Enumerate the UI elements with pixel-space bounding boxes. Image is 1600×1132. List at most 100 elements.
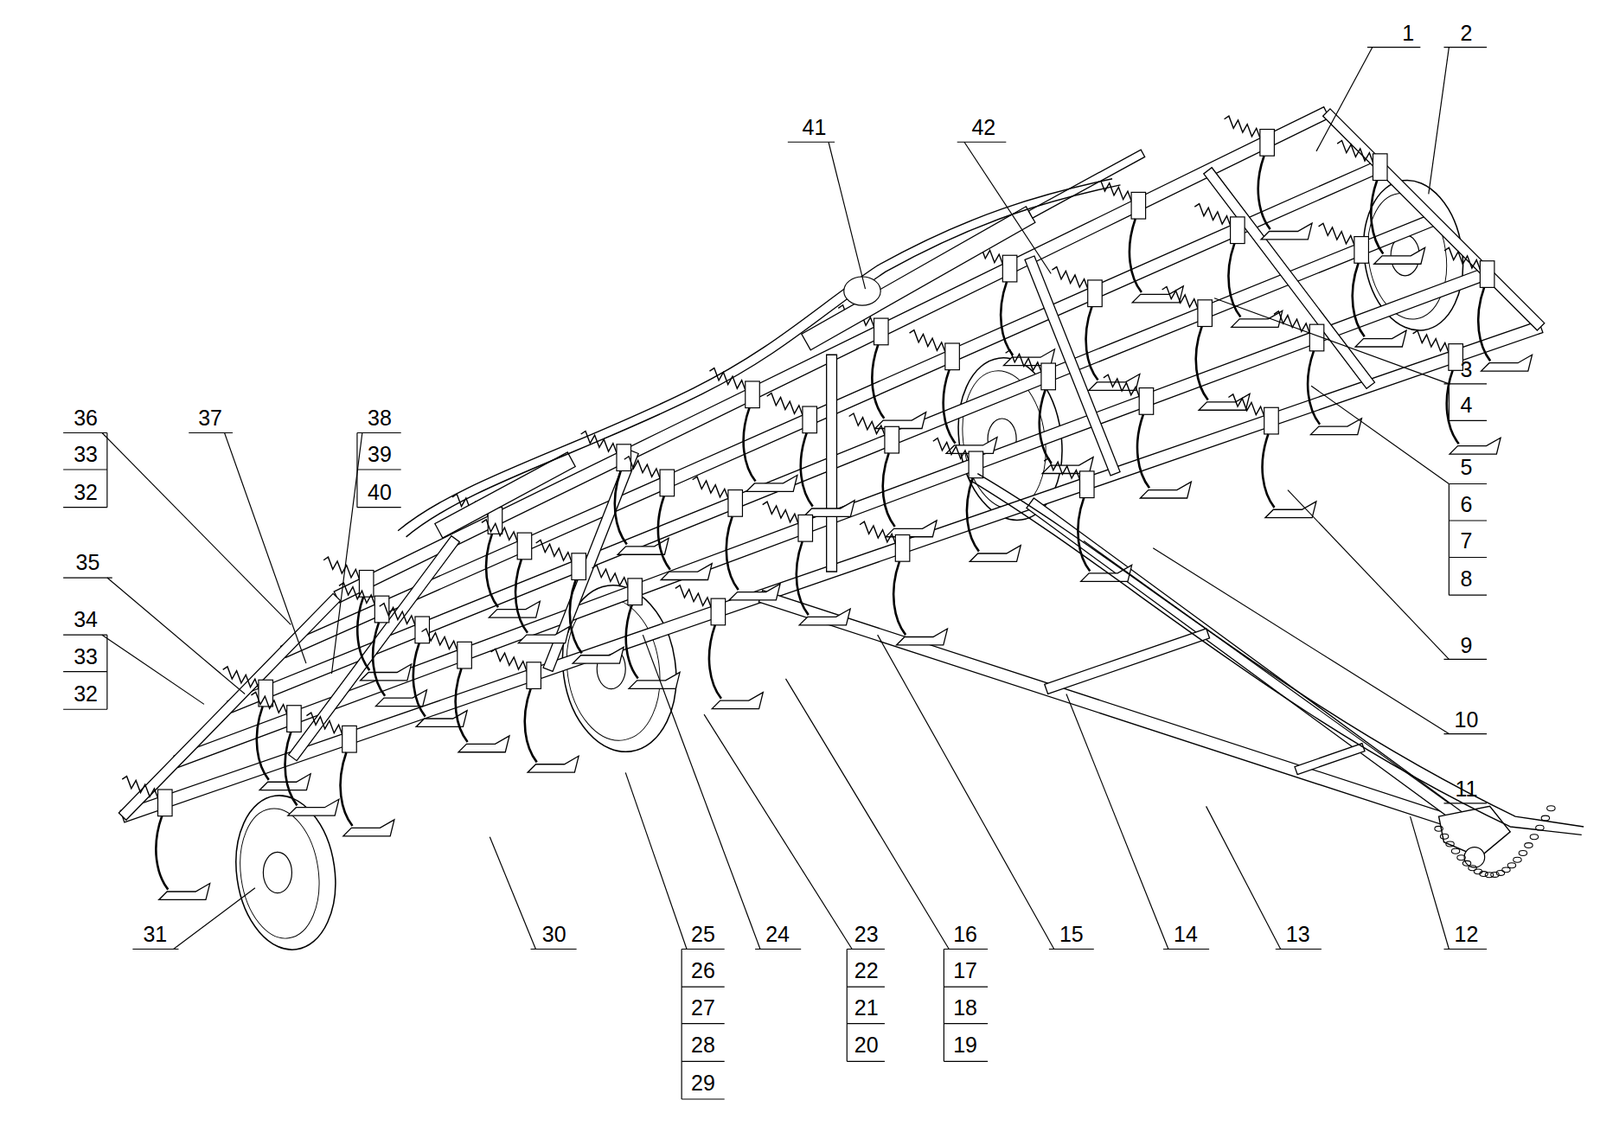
shank-bracket [895, 535, 910, 563]
callout-number: 33 [73, 645, 98, 667]
shank-bracket [728, 490, 743, 518]
callout-number: 22 [854, 960, 879, 982]
callout-underline [1049, 948, 1095, 950]
sweep-blade [1088, 373, 1140, 391]
callout-number: 37 [198, 406, 223, 429]
shank-bracket [287, 705, 302, 733]
shank-bracket [745, 381, 761, 409]
sweep-blade [458, 736, 510, 753]
callout-underline [681, 986, 725, 988]
callout-number: 18 [953, 996, 978, 1018]
callout-number: 42 [971, 116, 996, 139]
callout-underline [1448, 595, 1487, 596]
callout-stack-rule [106, 433, 108, 508]
shank-bracket [1139, 388, 1154, 416]
frame-toolbar [281, 160, 1383, 659]
hydraulic-hose [977, 473, 1584, 827]
frame-cross-member [1323, 108, 1545, 331]
shank-bracket [1041, 363, 1056, 391]
callout-number: 26 [691, 960, 716, 982]
callout-number: 39 [367, 443, 392, 466]
callout-underline [1443, 659, 1487, 660]
sweep-blade [1139, 481, 1191, 499]
drawbar-beam [758, 590, 1477, 835]
callout-underline [846, 948, 885, 950]
cultivator-shank [966, 478, 980, 552]
shank-spring [422, 628, 459, 653]
callout-underline [357, 506, 402, 508]
shank-spring [762, 501, 800, 526]
shank-spring [1051, 267, 1088, 292]
shank-spring [1194, 204, 1231, 229]
callout-stack-rule [1448, 484, 1450, 596]
cultivator-shank [1086, 307, 1099, 381]
cylinder-rod [1028, 149, 1145, 218]
safety-chain-link [1462, 860, 1471, 866]
safety-chain-link [1440, 833, 1448, 839]
cultivator-shank [372, 622, 385, 697]
callout-stack-rule [356, 433, 358, 508]
sweep-blade [1265, 501, 1317, 519]
hitch-eye [1464, 847, 1485, 869]
leader-line [625, 772, 687, 949]
callout-underline [1275, 948, 1322, 950]
wheel-rim [231, 803, 327, 944]
callout-number: 30 [542, 922, 567, 945]
leader-line [1287, 490, 1449, 660]
cultivator-shank [626, 605, 639, 679]
cultivator-shank [1077, 498, 1090, 572]
shank-spring [592, 565, 629, 590]
cultivator-shank [1129, 218, 1142, 293]
cultivator-shank [800, 433, 813, 507]
callout-number: 38 [367, 406, 392, 429]
shank-spring [491, 648, 528, 673]
sweep-blade [1449, 437, 1501, 455]
shank-bracket [158, 789, 173, 817]
sweep-blade [799, 608, 851, 626]
cultivator-shank [455, 668, 468, 743]
sweep-blade [1260, 223, 1312, 240]
sweep-blade [288, 799, 340, 816]
callout-number: 23 [854, 922, 879, 945]
leader-line [1316, 47, 1373, 152]
shank-spring [1162, 286, 1199, 311]
drawbar-brace [1044, 628, 1210, 695]
shank-spring [379, 603, 416, 628]
leader-line [224, 433, 307, 665]
callout-underline [1448, 483, 1487, 485]
callout-number: 15 [1059, 922, 1084, 945]
shank-spring [933, 438, 970, 463]
callout-number: 3 [1459, 358, 1472, 381]
frame-cross-member [1203, 167, 1376, 390]
machine-illustration [118, 107, 1584, 957]
sweep-blade [660, 563, 712, 581]
callout-underline [846, 986, 885, 988]
callout-underline [63, 671, 108, 672]
callout-underline [63, 709, 108, 711]
cultivator-shank [524, 688, 538, 762]
safety-chain-link [1457, 855, 1466, 861]
shank-bracket [1260, 129, 1275, 157]
hydraulic-hose [969, 480, 1582, 836]
callout-underline [1367, 46, 1421, 48]
callout-underline [1448, 420, 1487, 422]
callout-stack-rule [943, 949, 945, 1063]
cultivator-shank [871, 345, 884, 419]
safety-chain-link [1507, 863, 1516, 869]
callout-underline [63, 576, 113, 578]
callout-number: 6 [1459, 492, 1472, 515]
frame-toolbar [333, 107, 1330, 603]
shank-bracket [1230, 217, 1246, 244]
callout-underline [943, 1061, 988, 1063]
callout-underline [1448, 519, 1487, 521]
callout-number: 14 [1173, 922, 1198, 945]
sweep-blade [518, 627, 570, 644]
cultivator-shank [1039, 390, 1052, 464]
shank-spring [624, 456, 661, 481]
shank-bracket [710, 598, 726, 626]
callout-number: 4 [1459, 394, 1472, 416]
leader-line [642, 634, 761, 949]
leader-line [173, 888, 256, 950]
callout-underline [1443, 733, 1487, 735]
